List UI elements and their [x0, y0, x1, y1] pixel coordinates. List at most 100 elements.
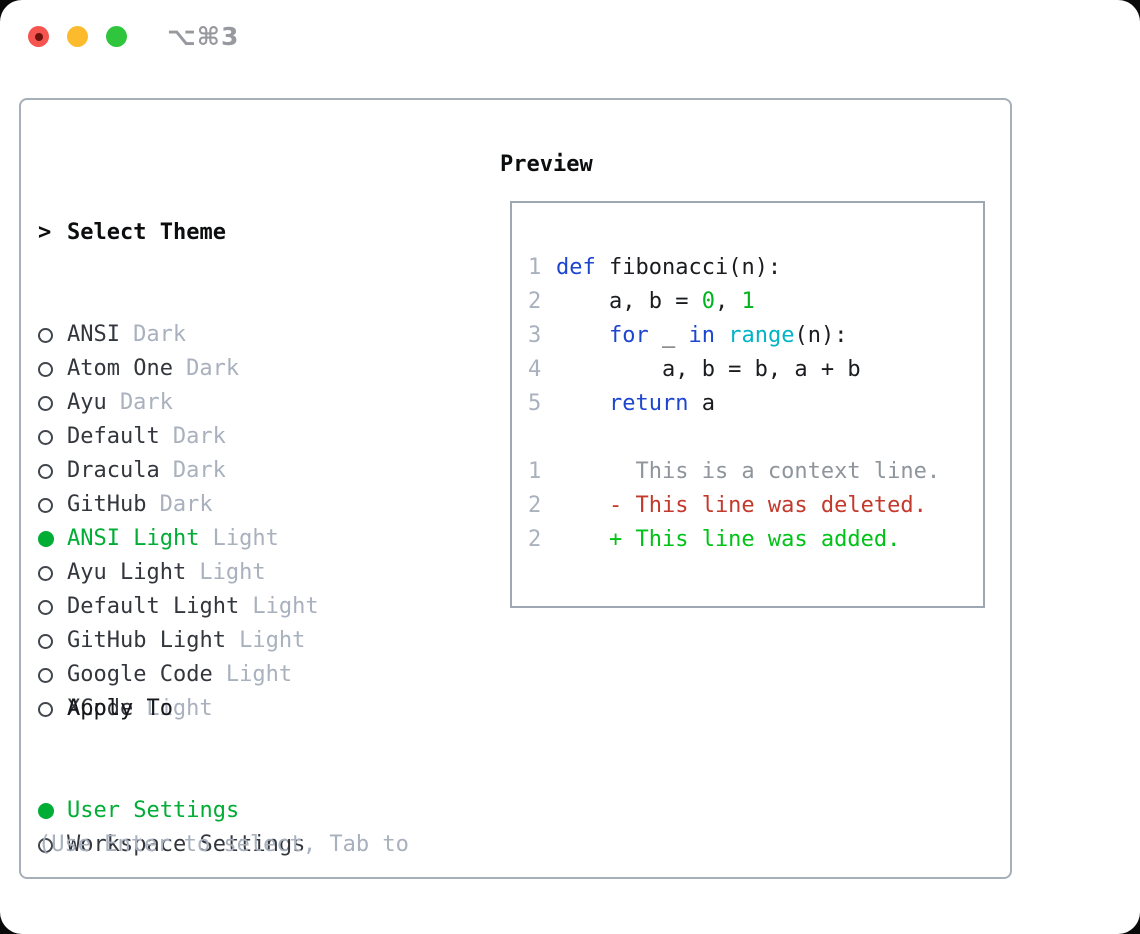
- code-line: 2 - This line was deleted.: [528, 489, 983, 523]
- help-text-line: (Use Enter to select, Tab to: [38, 832, 409, 857]
- radio-unselected-icon: [38, 327, 53, 343]
- code-token: return: [608, 391, 689, 416]
- option-variant-tag: Light: [252, 594, 319, 619]
- code-token: a, b = b, a + b: [556, 357, 861, 382]
- help-text: (Use Enter to select, Tab to change focu…: [38, 760, 409, 934]
- theme-option[interactable]: Dracula Dark: [38, 454, 319, 488]
- code-token: a: [688, 391, 715, 416]
- radio-unselected-icon: [38, 395, 53, 411]
- close-button[interactable]: [28, 26, 49, 47]
- code-line: 1 def fibonacci(n):: [528, 251, 983, 285]
- preview-title: Preview: [500, 152, 593, 177]
- radio-marker: [38, 327, 67, 343]
- option-variant-tag: Light: [146, 696, 213, 721]
- radio-unselected-icon: [38, 497, 53, 513]
- theme-option[interactable]: GitHub Light Light: [38, 624, 319, 658]
- code-token: range: [728, 323, 795, 348]
- option-variant-tag: Dark: [186, 356, 240, 381]
- option-variant-tag: Dark: [159, 492, 213, 517]
- radio-unselected-icon: [38, 565, 53, 581]
- theme-option[interactable]: User Settings: [38, 794, 305, 828]
- zoom-button[interactable]: [106, 26, 127, 47]
- radio-unselected-icon: [38, 599, 53, 615]
- option-label: GitHub Light: [67, 628, 226, 653]
- radio-unselected-icon: [38, 361, 53, 377]
- option-label: ANSI: [67, 322, 120, 347]
- option-label: Google Code: [67, 662, 213, 687]
- option-label: ANSI Light: [67, 526, 200, 551]
- code-line: [528, 421, 983, 455]
- option-label: Default Light: [67, 594, 240, 619]
- theme-option[interactable]: Workspace Settings: [38, 828, 305, 862]
- option-label: User Settings: [67, 798, 240, 823]
- code-token: _: [648, 323, 689, 348]
- radio-marker: [38, 803, 67, 819]
- option-label: GitHub: [67, 492, 147, 517]
- code-token: [715, 323, 728, 348]
- code-token: def: [556, 255, 596, 280]
- line-number: 2: [528, 289, 542, 314]
- theme-option[interactable]: ANSI Dark: [38, 318, 319, 352]
- unsaved-dot-icon: [34, 32, 43, 41]
- radio-marker: [38, 599, 67, 615]
- code-line: 3 for _ in range(n):: [528, 319, 983, 353]
- code-token: ,: [714, 289, 742, 314]
- radio-marker: [38, 531, 67, 547]
- radio-unselected-icon: [38, 429, 53, 445]
- option-variant-tag: Dark: [172, 458, 226, 483]
- option-label: Ayu: [67, 390, 107, 415]
- theme-option[interactable]: Ayu Light Light: [38, 556, 319, 590]
- theme-option[interactable]: Google Code Light: [38, 658, 319, 692]
- radio-marker: [38, 361, 67, 377]
- option-variant-tag: Light: [239, 628, 306, 653]
- radio-unselected-icon: [38, 463, 53, 479]
- option-variant-tag: Light: [199, 560, 266, 585]
- code-token: [556, 391, 609, 416]
- radio-unselected-icon: [38, 667, 53, 683]
- radio-marker: [38, 837, 67, 853]
- code-line: 1 This is a context line.: [528, 455, 983, 489]
- minimize-button[interactable]: [67, 26, 88, 47]
- code-line: 4 a, b = b, a + b: [528, 353, 983, 387]
- line-number: 1: [528, 459, 542, 484]
- line-number: 3: [528, 323, 542, 348]
- radio-marker: [38, 565, 67, 581]
- option-variant-tag: Light: [225, 662, 293, 687]
- radio-marker: [38, 667, 67, 683]
- radio-marker: [38, 497, 67, 513]
- option-variant-tag: Dark: [119, 390, 173, 415]
- code-token: for: [608, 323, 649, 348]
- code-token: a, b =: [556, 289, 702, 314]
- option-label: Dracula: [67, 458, 160, 483]
- line-number: 5: [528, 391, 542, 416]
- theme-option[interactable]: Default Light Light: [38, 590, 319, 624]
- theme-option[interactable]: Ayu Dark: [38, 386, 319, 420]
- line-number: 1: [528, 255, 542, 280]
- help-text-line: change focus): [38, 930, 409, 934]
- option-variant-tag: Dark: [172, 424, 226, 449]
- option-label: Ayu Light: [67, 560, 187, 585]
- apply-to-header: Apply To: [38, 692, 305, 726]
- code-line: 2 a, b = 0, 1: [528, 285, 983, 319]
- code-token: + This line was added.: [556, 527, 901, 552]
- theme-option[interactable]: GitHub Dark: [38, 488, 319, 522]
- option-variant-tag: Dark: [133, 322, 187, 347]
- radio-marker: [38, 463, 67, 479]
- code-token: fibonacci(n):: [595, 255, 782, 280]
- radio-unselected-icon: [38, 633, 53, 649]
- code-token: 1: [741, 289, 755, 314]
- line-number: 2: [528, 493, 542, 518]
- window-controls: [28, 26, 127, 47]
- code-token: [556, 323, 609, 348]
- radio-selected-icon: [38, 803, 54, 819]
